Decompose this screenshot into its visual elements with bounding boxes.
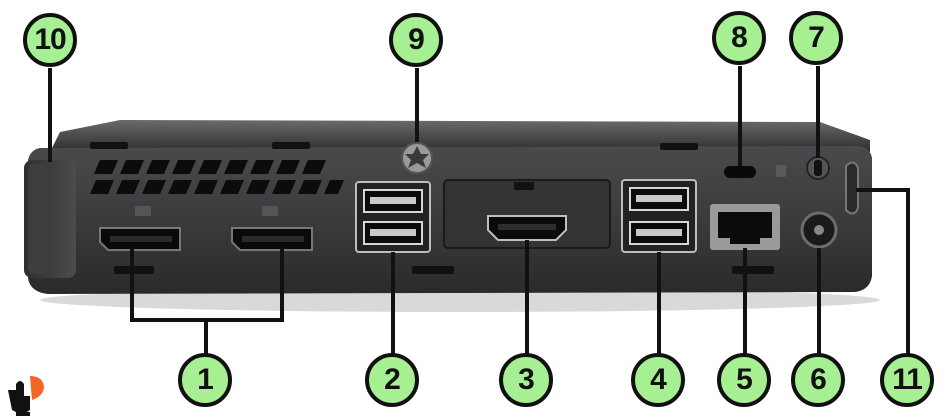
rj45-port xyxy=(710,204,780,250)
power-jack xyxy=(800,211,838,249)
displayport-right xyxy=(231,206,313,251)
callout-2: 2 xyxy=(365,353,419,407)
usb-stack-right xyxy=(621,179,697,253)
callout-4: 4 xyxy=(631,353,685,407)
callout-6: 6 xyxy=(791,353,845,407)
callout-9: 9 xyxy=(389,13,443,67)
callout-10: 10 xyxy=(23,13,77,67)
callout-8: 8 xyxy=(712,11,766,65)
security-slot xyxy=(724,166,756,178)
lock-glyph xyxy=(776,165,786,177)
callout-1: 1 xyxy=(178,353,232,407)
displayport-left xyxy=(99,206,181,251)
top-slot xyxy=(660,143,698,150)
chassis-foot-highlight xyxy=(28,164,48,274)
bottom-slot xyxy=(732,266,774,274)
floor-shadow xyxy=(40,288,880,312)
vent-grille xyxy=(90,160,344,194)
callout-7: 7 xyxy=(789,11,843,65)
callout-11: 11 xyxy=(880,353,934,407)
usb-stack-left xyxy=(355,181,431,253)
hdmi-module xyxy=(443,179,611,249)
leader-lines xyxy=(48,66,910,354)
cable-clip xyxy=(845,161,859,215)
thumbscrew xyxy=(401,142,433,174)
watermark-logo-icon xyxy=(8,376,44,416)
callout-5: 5 xyxy=(717,353,771,407)
top-slot xyxy=(90,142,128,149)
bottom-slot xyxy=(412,266,454,274)
callout-3: 3 xyxy=(499,353,553,407)
top-slot xyxy=(272,142,310,149)
